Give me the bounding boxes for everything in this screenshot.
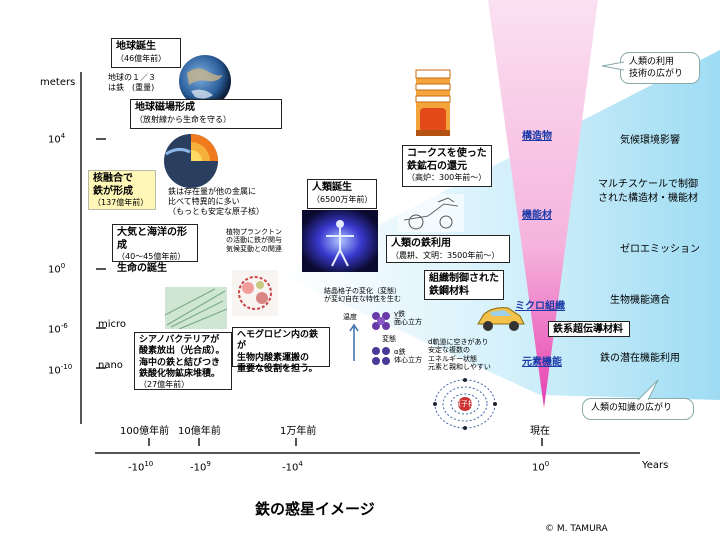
car-image — [477, 307, 525, 331]
alpha-lattice-icon — [372, 347, 390, 365]
y-tick — [96, 327, 106, 329]
micro-structure-link[interactable]: ミクロ組織 — [515, 301, 565, 312]
earth-core-image — [164, 134, 218, 188]
x-lower-label-1: -109 — [190, 460, 211, 474]
human-iron-use-box: 人類の鉄利用（農耕、文明：3500年前〜） — [386, 235, 510, 263]
alpha-iron-label: α鉄 体心立方 — [394, 348, 422, 365]
x-lower-label-2: -104 — [282, 460, 303, 474]
y-axis-line — [80, 72, 82, 424]
temperature-arrow-icon — [349, 323, 359, 361]
knowledge-spread-callout: 人類の知識の広がり — [582, 398, 694, 420]
d-orbital-note: d軌道に空きがあり 安定な複数の エネルギー状態 元素と親和しやすい — [428, 338, 491, 372]
y-label-10-6: 10-6 — [48, 322, 68, 336]
coke-reduction-box: コークスを使った 鉄鉱石の還元（高炉：300年前〜） — [402, 145, 492, 187]
y-tick — [96, 367, 106, 369]
hemoglobin-box: ヘモグロビン内の鉄が 生物内酸素運搬の 重要な役割を担う。 — [232, 327, 330, 374]
x-axis-line — [95, 452, 640, 454]
atom-image — [433, 378, 497, 430]
nucleus-label: 原子核 — [454, 400, 475, 408]
y-label-10-0: 100 — [48, 262, 66, 276]
gamma-iron-label: γ鉄 面心立方 — [394, 310, 422, 327]
y-label-10-10: 10-10 — [48, 363, 73, 377]
x-axis-unit: Years — [642, 460, 669, 471]
human-birth-box: 人類誕生（6500万年前） — [307, 179, 377, 209]
page-title: 鉄の惑星イメージ — [255, 500, 375, 518]
functional-material-link[interactable]: 機能材 — [522, 210, 552, 221]
x-upper-label-2: 1万年前 — [280, 426, 317, 437]
structure-controlled-steel-box: 組織制御された 鉄鋼材料 — [424, 270, 504, 300]
multiscale-label: マルチスケールで制御 された構造材・機能材 — [598, 179, 698, 204]
cyanobacteria-box: シアノバクテリアが 酸素放出（光合成）。 海中の鉄と結びつき 鉄酸化物鉱床堆積。… — [134, 332, 232, 390]
atmosphere-box: 大気と海洋の形成（40〜45億年前）生命の誕生 — [112, 224, 198, 274]
copyright: © M. TAMURA — [545, 524, 608, 534]
chariot-image — [398, 194, 464, 232]
y-label-nano: nano — [98, 360, 123, 371]
x-upper-label-3: 現在 — [530, 426, 550, 437]
pink-technology-cone — [488, 0, 598, 408]
x-upper-label-1: 10億年前 — [178, 426, 221, 437]
y-tick — [96, 138, 106, 140]
y-label-10-4: 104 — [48, 132, 66, 146]
blast-furnace-image — [415, 69, 451, 136]
x-lower-label-3: 100 — [532, 460, 550, 474]
callout-pointer-icon — [601, 61, 624, 71]
x-lower-label-0: -1010 — [128, 460, 154, 474]
iron-abundance-note: 鉄は存在量が他の金属に 比べて特異的に多い （もっとも安定な原子核） — [168, 187, 264, 216]
magnetic-field-box: 地球磁場形成（放射線から生命を守る） — [130, 99, 282, 129]
tech-spread-callout: 人類の利用 技術の広がり — [620, 52, 700, 84]
x-tick — [148, 438, 150, 446]
superconductor-box: 鉄系超伝導材料 — [548, 321, 630, 337]
earth-ratio-note: 地球の１／３ は鉄 (重量) — [108, 73, 156, 92]
x-tick — [295, 438, 297, 446]
blue-knowledge-fan — [280, 50, 720, 400]
temperature-label: 温度 — [343, 313, 357, 321]
plankton-note: 植物プランクトン の活動に鉄が関与 気候変動との関連 — [226, 228, 282, 253]
fusion-box: 核融合で 鉄が形成（137億年前） — [88, 170, 156, 210]
lattice-change-note: 結晶格子の変化（変態） が変幻自在な特性を生む — [324, 287, 401, 304]
y-axis-unit: meters — [40, 77, 76, 88]
callout-pointer-icon — [637, 379, 659, 401]
bio-function-label: 生物機能適合 — [610, 295, 670, 306]
zero-emission-label: ゼロエミッション — [620, 244, 700, 255]
hemoglobin-image — [232, 270, 278, 316]
human-figure-image — [302, 210, 378, 272]
y-tick — [96, 268, 106, 270]
element-function-link[interactable]: 元素機能 — [522, 357, 562, 368]
earth-birth-box: 地球誕生（46億年前） — [111, 38, 181, 68]
cyanobacteria-image — [165, 287, 227, 329]
transform-label: 変態 — [382, 335, 396, 343]
structural-material-link[interactable]: 構造物 — [522, 131, 552, 142]
climate-impact-label: 気候環境影響 — [620, 135, 680, 146]
latent-function-label: 鉄の潜在機能利用 — [600, 353, 680, 364]
x-tick — [198, 438, 200, 446]
y-label-micro: micro — [98, 319, 127, 330]
gamma-lattice-icon — [372, 312, 390, 330]
x-tick — [541, 438, 543, 446]
x-upper-label-0: 100億年前 — [120, 426, 170, 437]
earth-image — [179, 55, 231, 107]
